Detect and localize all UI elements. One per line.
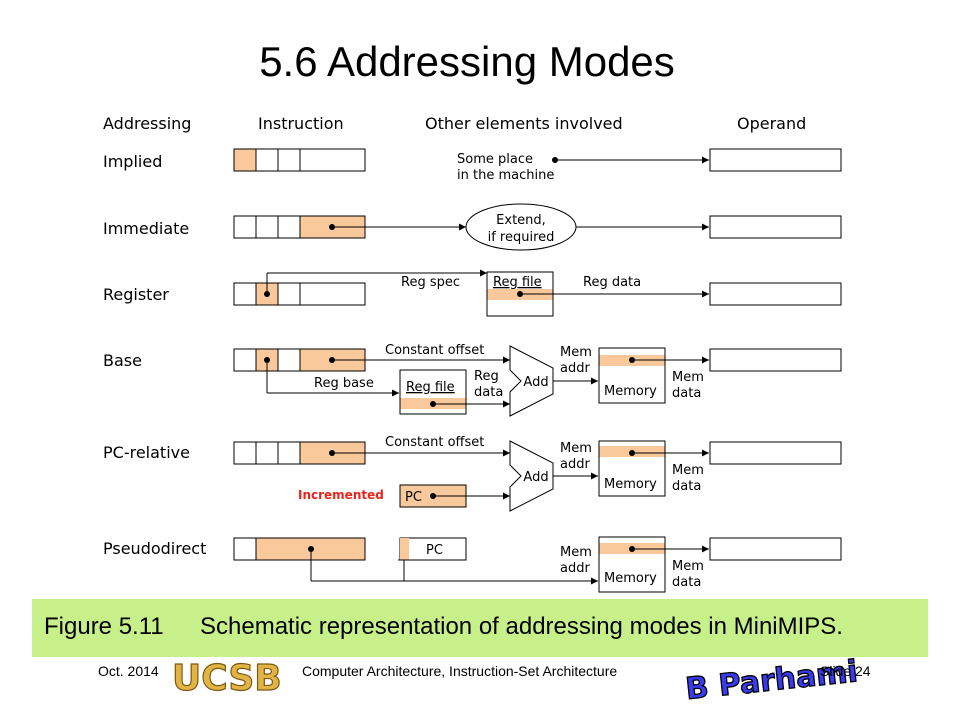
mode-label-pc-relative: PC-relative [103,443,190,462]
reg-spec-label: Reg spec [401,275,460,290]
figure-caption-text: Schematic representation of addressing m… [200,613,843,640]
mem-label-pseudo: Mem [560,545,592,560]
mem-data-top-label-pc: Mem [672,463,704,478]
reg-file-label: Reg file [493,275,542,290]
row-pseudodirect: PC Mem addr Memory Mem data [233,536,842,593]
header-instruction: Instruction [258,114,344,133]
mem-data-bottom-label-pc: data [672,479,701,494]
adder-base [509,345,554,417]
reg-file-label-base: Reg file [406,380,455,395]
operand-box-immediate [709,215,842,239]
add-label-pc: Add [523,470,548,485]
reg-data-top-label-base: Reg [474,369,499,384]
header-operand: Operand [737,114,806,133]
footer-date: Oct. 2014 [98,663,159,679]
mode-label-register: Register [103,285,169,304]
add-label-base: Add [523,375,548,390]
constant-offset-label-pc: Constant offset [385,435,484,450]
operand-box-implied [709,148,842,172]
incremented-label: Incremented [298,488,384,502]
row-immediate: Extend, if required [233,203,842,251]
row-register: Reg spec Reg file Reg data [233,269,842,317]
slide-title: 5.6 Addressing Modes [259,38,675,85]
figure-caption: Figure 5.11 Schematic representation of … [32,599,928,657]
register-file-box-base [399,369,467,415]
mode-label-base: Base [103,351,142,370]
some-place-label: Some place [457,152,533,167]
constant-offset-label-base: Constant offset [385,343,484,358]
memory-label-pseudo: Memory [604,571,657,586]
svg-text:UCSB: UCSB [172,658,282,699]
memory-label-base: Memory [604,384,657,399]
in-the-machine-label: in the machine [457,168,554,183]
reg-data-label: Reg data [583,275,641,290]
memory-box-pseudo [598,536,666,593]
mode-label-implied: Implied [103,152,162,171]
reg-data-bottom-label-base: data [474,385,503,400]
if-required-label: if required [488,230,555,245]
pc-label-pc-relative: PC [405,490,422,505]
reg-base-label: Reg base [314,376,374,391]
mem-data-bottom-label-pseudo: data [672,575,701,590]
memory-box-pc [598,440,666,497]
mem-label-base: Mem [560,345,592,360]
addr-label-pc: addr [560,457,590,472]
addr-label-pseudo: addr [560,561,590,576]
memory-label-pc: Memory [604,477,657,492]
mode-label-pseudodirect: Pseudodirect [103,539,206,558]
ucsb-logo: UCSB [171,657,282,699]
operand-box-pc-relative [709,441,842,465]
mem-data-bottom-label-base: data [672,386,701,401]
row-implied: Some place in the machine [233,148,842,183]
operand-box-base [709,348,842,372]
figure-number: Figure 5.11 [44,613,164,640]
header-other-elements: Other elements involved [425,114,623,133]
row-base: Constant offset Reg base Reg file Reg da… [233,343,842,417]
mem-data-top-label-pseudo: Mem [672,559,704,574]
row-pc-relative: Constant offset Incremented PC Add Mem a… [233,435,842,512]
mem-data-top-label-base: Mem [672,370,704,385]
operand-box-pseudodirect [709,537,842,561]
addr-label-base: addr [560,361,590,376]
footer-course: Computer Architecture, Instruction-Set A… [302,663,618,679]
extend-label: Extend, [496,213,546,228]
header-addressing: Addressing [103,114,191,133]
adder-pc-relative [509,440,554,512]
memory-box-base [598,347,666,404]
footer-slide-number: Slide 24 [820,663,871,679]
mode-label-immediate: Immediate [103,219,189,238]
mem-label-pc: Mem [560,441,592,456]
operand-box-register [709,282,842,306]
implied-opcode-field [234,149,256,171]
pc-label-pseudodirect: PC [426,543,443,558]
